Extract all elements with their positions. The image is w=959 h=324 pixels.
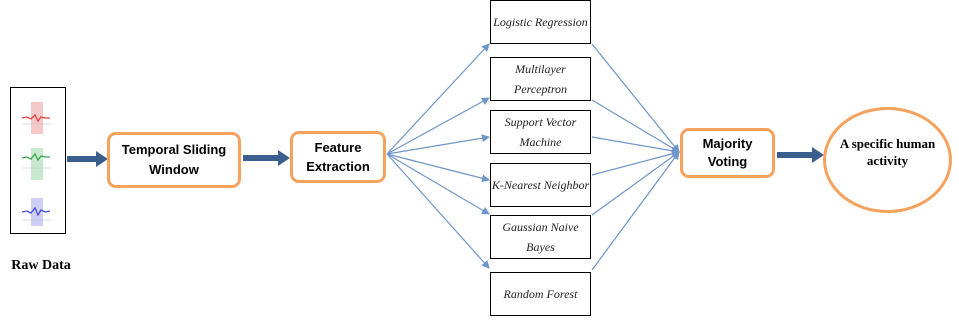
thick-arrow-raw-to-window — [67, 151, 108, 167]
majority-voting-node: Majority Voting — [680, 128, 775, 178]
arrow-from-logistic-regression — [591, 43, 680, 153]
fan-out-arrows — [386, 43, 490, 269]
model-logistic-regression: Logistic Regression — [490, 0, 591, 44]
arrow-to-gaussian-naive-bayes — [386, 153, 490, 215]
activity-outcome-label: A specific human activity — [839, 136, 936, 168]
model-label: Support Vector Machine — [504, 115, 577, 149]
model-random-forest: Random Forest — [490, 272, 591, 316]
model-k-nearest-neighbor: K-Nearest Neighbor — [490, 163, 591, 207]
model-label: Multilayer Perceptron — [513, 62, 568, 96]
red-signal-plot — [21, 102, 51, 134]
thick-arrow-voting-to-outcome — [777, 147, 824, 163]
raw-data-panel — [10, 87, 66, 234]
arrow-to-logistic-regression — [386, 43, 490, 155]
model-gaussian-naive-bayes: Gaussian Naive Bayes — [490, 215, 591, 259]
model-support-vector-machine: Support Vector Machine — [490, 110, 591, 154]
sliding-window-label: Temporal Sliding Window — [121, 142, 227, 177]
model-label: K-Nearest Neighbor — [491, 178, 590, 192]
majority-voting-label: Majority Voting — [702, 136, 753, 169]
arrow-from-random-forest — [591, 151, 680, 271]
arrow-from-gaussian-naive-bayes — [591, 151, 680, 216]
green-signal-plot — [21, 148, 51, 180]
model-label: Gaussian Naive Bayes — [502, 220, 579, 254]
arrow-to-support-vector-machine — [386, 134, 490, 155]
arrow-to-k-nearest-neighbor — [386, 153, 490, 183]
raw-data-label: Raw Data — [11, 258, 71, 273]
thick-arrow-window-to-features — [243, 150, 290, 166]
arrow-from-k-nearest-neighbor — [591, 149, 680, 176]
blue-signal-plot — [21, 198, 51, 226]
arrow-to-multilayer-perceptron — [386, 97, 490, 155]
activity-outcome-node: A specific human activity — [823, 107, 952, 213]
sensor-signal-thumbnails — [21, 102, 51, 226]
arrow-from-support-vector-machine — [591, 136, 680, 155]
fan-in-arrows — [591, 43, 680, 271]
sliding-window-node: Temporal Sliding Window — [107, 132, 241, 188]
model-multilayer-perceptron: Multilayer Perceptron — [490, 57, 591, 101]
arrow-to-random-forest — [386, 153, 490, 269]
feature-extraction-label: Feature Extraction — [306, 140, 370, 174]
arrow-from-multilayer-perceptron — [591, 99, 680, 153]
model-label: Logistic Regression — [493, 15, 588, 29]
feature-extraction-node: Feature Extraction — [290, 131, 386, 183]
model-label: Random Forest — [503, 287, 578, 301]
